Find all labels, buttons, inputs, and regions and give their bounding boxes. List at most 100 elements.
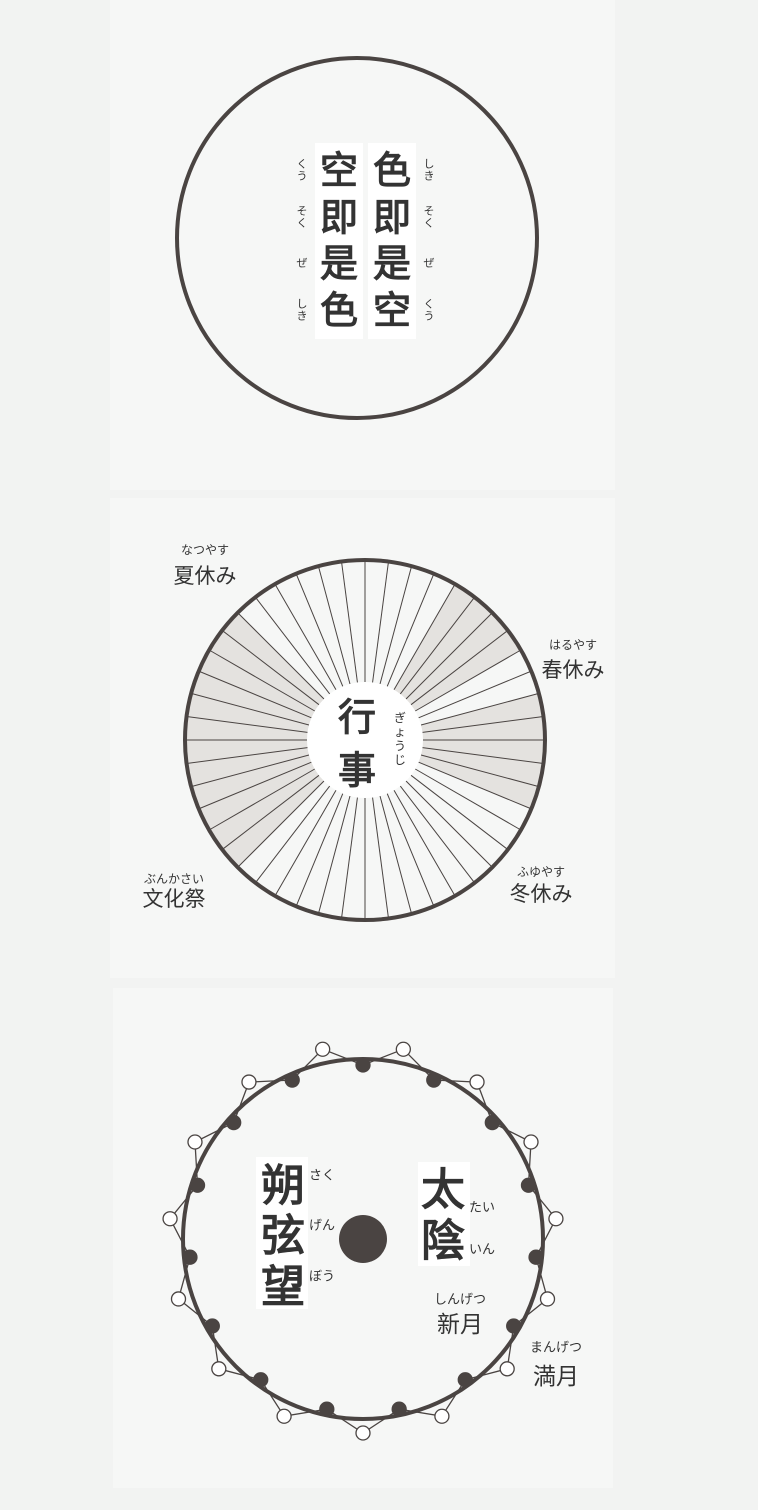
ruby-reading: いん	[469, 1243, 495, 1258]
full-moon-dot	[162, 1211, 178, 1227]
wheel-spoke	[198, 670, 312, 719]
wheel-spoke	[274, 583, 337, 691]
summer-break-label: 夏休み	[174, 564, 237, 588]
spring-break-ruby: はるやす	[549, 638, 597, 652]
wheel-spoke	[191, 754, 310, 788]
wheel-spoke	[237, 780, 325, 868]
culture-festival-label: 文化祭	[143, 887, 206, 911]
wheel-spoke	[317, 795, 351, 914]
new-moon-dot	[528, 1249, 544, 1265]
wheel-spoke	[295, 793, 344, 907]
wheel-spoke	[405, 780, 493, 868]
lunar-term-character: 弦	[261, 1211, 305, 1262]
full-moon-dot	[469, 1074, 485, 1090]
full-moon-dot	[211, 1361, 227, 1377]
wheel-spoke	[221, 630, 320, 706]
ruby-reading: さく	[309, 1169, 335, 1184]
sutra-character: 色	[373, 148, 411, 193]
ruby-reading: ぼう	[309, 1270, 335, 1285]
full-moon-dot	[315, 1041, 331, 1057]
wheel-spoke	[372, 797, 389, 919]
new-moon-dot	[253, 1372, 269, 1388]
text-column-highlight	[368, 143, 416, 339]
wheel-spoke	[414, 768, 522, 831]
sutra-character: 即	[373, 195, 411, 240]
wheel-rim	[183, 558, 547, 922]
new-moon-label: 新月	[437, 1312, 483, 1338]
wheel-spoke	[372, 561, 389, 683]
wheel-spoke	[186, 747, 308, 764]
wheel-spoke	[341, 797, 358, 919]
wheel-spoke	[274, 789, 337, 897]
full-moon-dot	[187, 1134, 203, 1150]
ruby-reading: う	[424, 310, 435, 323]
wheel-spoke	[255, 596, 331, 695]
ruby-reading: し	[297, 298, 308, 311]
new-moon-dot	[457, 1372, 473, 1388]
earth-dot	[339, 1215, 387, 1263]
full-moon-label: 満月	[533, 1364, 579, 1390]
full-moon-dot	[241, 1074, 257, 1090]
center-character: 事	[338, 748, 376, 793]
ruby-reading: そ	[297, 205, 308, 218]
wheel-spoke	[198, 761, 312, 810]
spring-break-label: 春休み	[542, 658, 605, 682]
wheel-spoke	[317, 566, 351, 685]
text-column-highlight	[256, 1157, 308, 1309]
wheel-spoke	[420, 692, 539, 726]
wheel-spoke	[422, 716, 544, 733]
wheel-spoke	[418, 670, 532, 719]
text-column-highlight	[315, 143, 363, 339]
lunar-term-character: 望	[261, 1262, 305, 1313]
sutra-character: 是	[373, 241, 411, 286]
sutra-circle	[175, 56, 539, 420]
new-moon-dot	[426, 1072, 442, 1088]
ruby-reading: く	[297, 158, 308, 171]
wheel-spoke	[208, 768, 316, 831]
wheel-spoke	[379, 566, 413, 685]
wheel-spoke	[422, 747, 544, 764]
sutra-character: 色	[320, 288, 358, 333]
sutra-diagram: 色しき即そく是ぜ空くう空くう即そく是ぜ色しき	[175, 56, 539, 420]
full-moon-dot	[499, 1361, 515, 1377]
new-moon-dot	[182, 1249, 198, 1265]
wheel-spoke	[399, 596, 475, 695]
wheel-hub	[307, 682, 423, 798]
ruby-reading: ぎ	[394, 711, 406, 725]
full-moon-dot	[276, 1408, 292, 1424]
ruby-reading: たい	[469, 1201, 495, 1216]
wheel-spoke	[295, 573, 344, 687]
new-moon-dot	[484, 1114, 500, 1131]
sutra-character: 是	[320, 241, 358, 286]
full-moon-dot	[170, 1291, 187, 1307]
lunar-calendar-character: 太	[421, 1165, 465, 1216]
wheel-spoke	[386, 573, 435, 687]
new-moon-dot	[204, 1318, 220, 1334]
new-moon-dot	[226, 1114, 242, 1131]
lunar-term-character: 朔	[261, 1161, 305, 1212]
sutra-character: 空	[320, 148, 358, 193]
new-moon-ruby: しんげつ	[434, 1293, 486, 1308]
new-moon-dot	[520, 1177, 537, 1193]
ruby-reading: そ	[424, 205, 435, 218]
wheel-spoke	[208, 649, 316, 712]
full-moon-dot	[395, 1041, 411, 1057]
ruby-reading: げん	[309, 1219, 335, 1234]
new-moon-dot	[391, 1401, 407, 1417]
ruby-reading: く	[424, 298, 435, 311]
new-moon-dot	[284, 1072, 300, 1088]
wheel-spoke	[410, 774, 509, 850]
sutra-character: 空	[373, 288, 411, 333]
ruby-reading: き	[424, 170, 435, 183]
full-moon-dot	[434, 1408, 450, 1424]
culture-festival-ruby: ぶんかさい	[144, 872, 204, 886]
wheel-spoke	[410, 630, 509, 706]
wheel-spoke	[237, 612, 325, 700]
wheel-spoke	[379, 795, 413, 914]
full-moon-dot	[548, 1211, 564, 1227]
wheel-spoke	[255, 785, 331, 884]
ruby-reading: ぜ	[297, 257, 308, 270]
